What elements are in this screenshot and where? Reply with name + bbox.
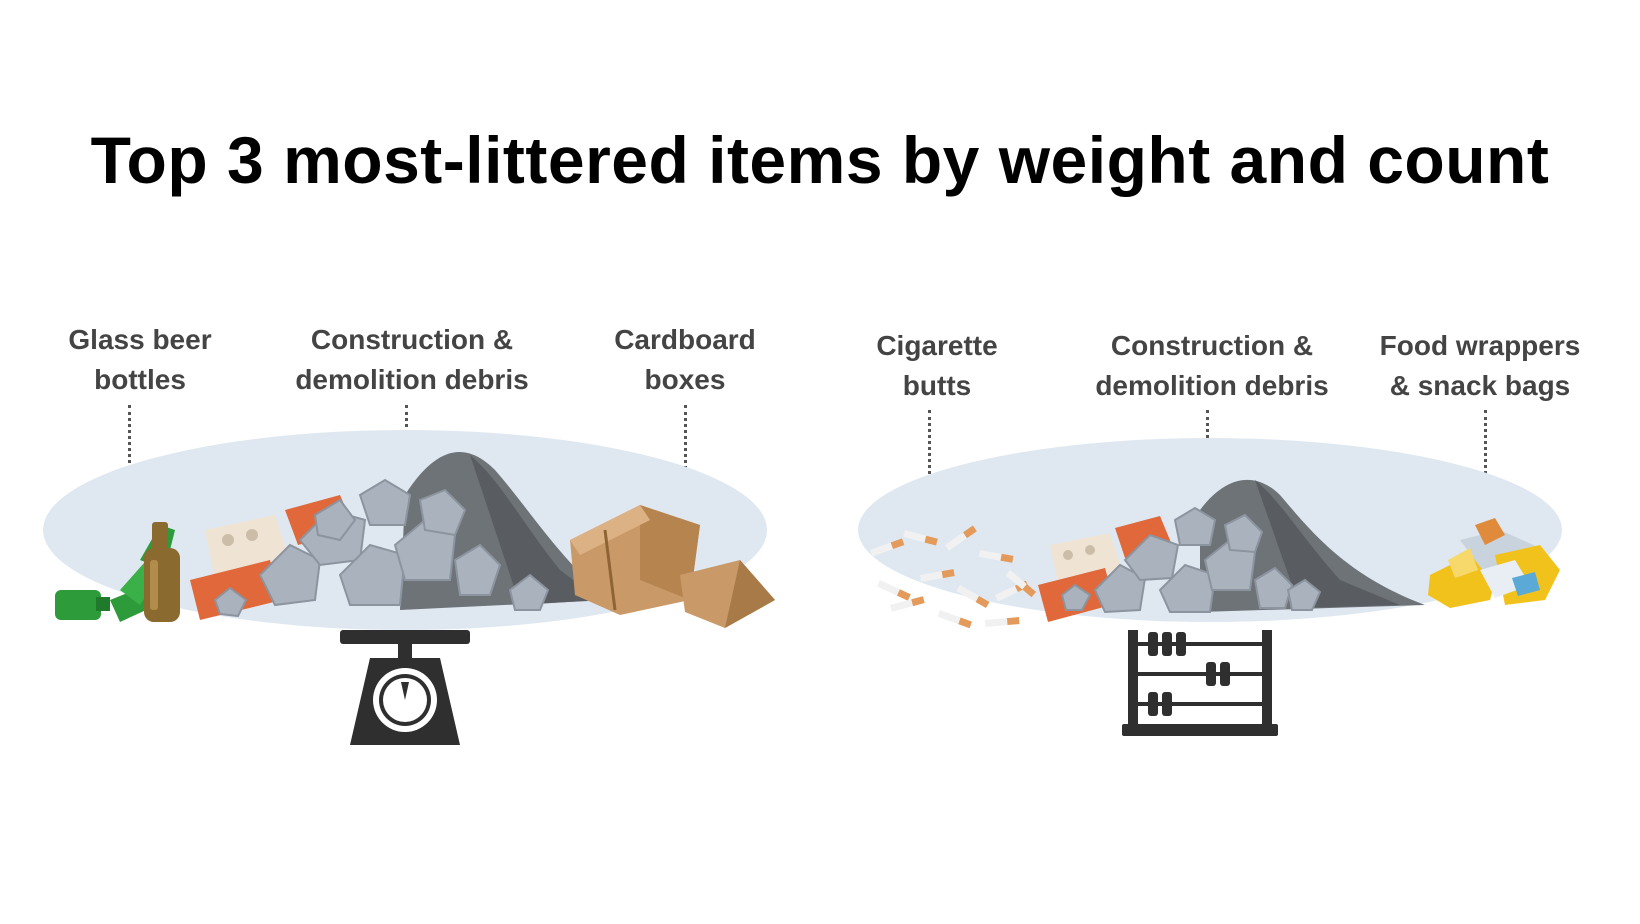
leader-line bbox=[928, 410, 931, 480]
weight-panel bbox=[43, 430, 775, 745]
label-line: Cardboard bbox=[614, 324, 756, 355]
label-glass-beer-bottles: Glass beer bottles bbox=[0, 320, 290, 400]
label-line: demolition debris bbox=[295, 364, 529, 395]
label-construction-debris-weight: Construction & demolition debris bbox=[262, 320, 562, 400]
cardboard-box-icon bbox=[570, 505, 775, 628]
cigarette-butts-icon bbox=[870, 525, 1037, 629]
food-wrapper-icon bbox=[1428, 518, 1560, 608]
label-line: boxes bbox=[644, 364, 726, 395]
leader-line bbox=[684, 405, 687, 475]
label-cardboard-boxes: Cardboard boxes bbox=[535, 320, 835, 400]
label-cigarette-butts: Cigarette butts bbox=[787, 326, 1087, 406]
count-panel bbox=[858, 438, 1562, 736]
label-line: butts bbox=[902, 370, 972, 401]
leader-line bbox=[1484, 410, 1487, 480]
label-line: bottles bbox=[94, 364, 186, 395]
kitchen-scale-icon bbox=[340, 630, 470, 745]
label-line: Cigarette bbox=[876, 330, 998, 361]
label-line: Food wrappers bbox=[1379, 330, 1581, 361]
leader-line bbox=[128, 405, 131, 475]
label-line: Glass beer bbox=[68, 324, 212, 355]
rock-pile-icon bbox=[213, 478, 550, 618]
beer-bottle-icon bbox=[144, 522, 180, 622]
label-line: & snack bags bbox=[1389, 370, 1571, 401]
page-title: Top 3 most-littered items by weight and … bbox=[90, 123, 1550, 197]
label-line: Construction & bbox=[310, 324, 514, 355]
rock-pile-icon bbox=[1060, 506, 1322, 614]
debris-pile-shadow bbox=[1255, 480, 1400, 608]
label-construction-debris-count: Construction & demolition debris bbox=[1062, 326, 1362, 406]
label-line: Construction & bbox=[1110, 330, 1314, 361]
label-line: demolition debris bbox=[1095, 370, 1329, 401]
debris-pile-shadow bbox=[470, 455, 600, 605]
abacus-icon bbox=[1122, 630, 1278, 736]
label-food-wrappers-snack-bags: Food wrappers & snack bags bbox=[1330, 326, 1630, 406]
